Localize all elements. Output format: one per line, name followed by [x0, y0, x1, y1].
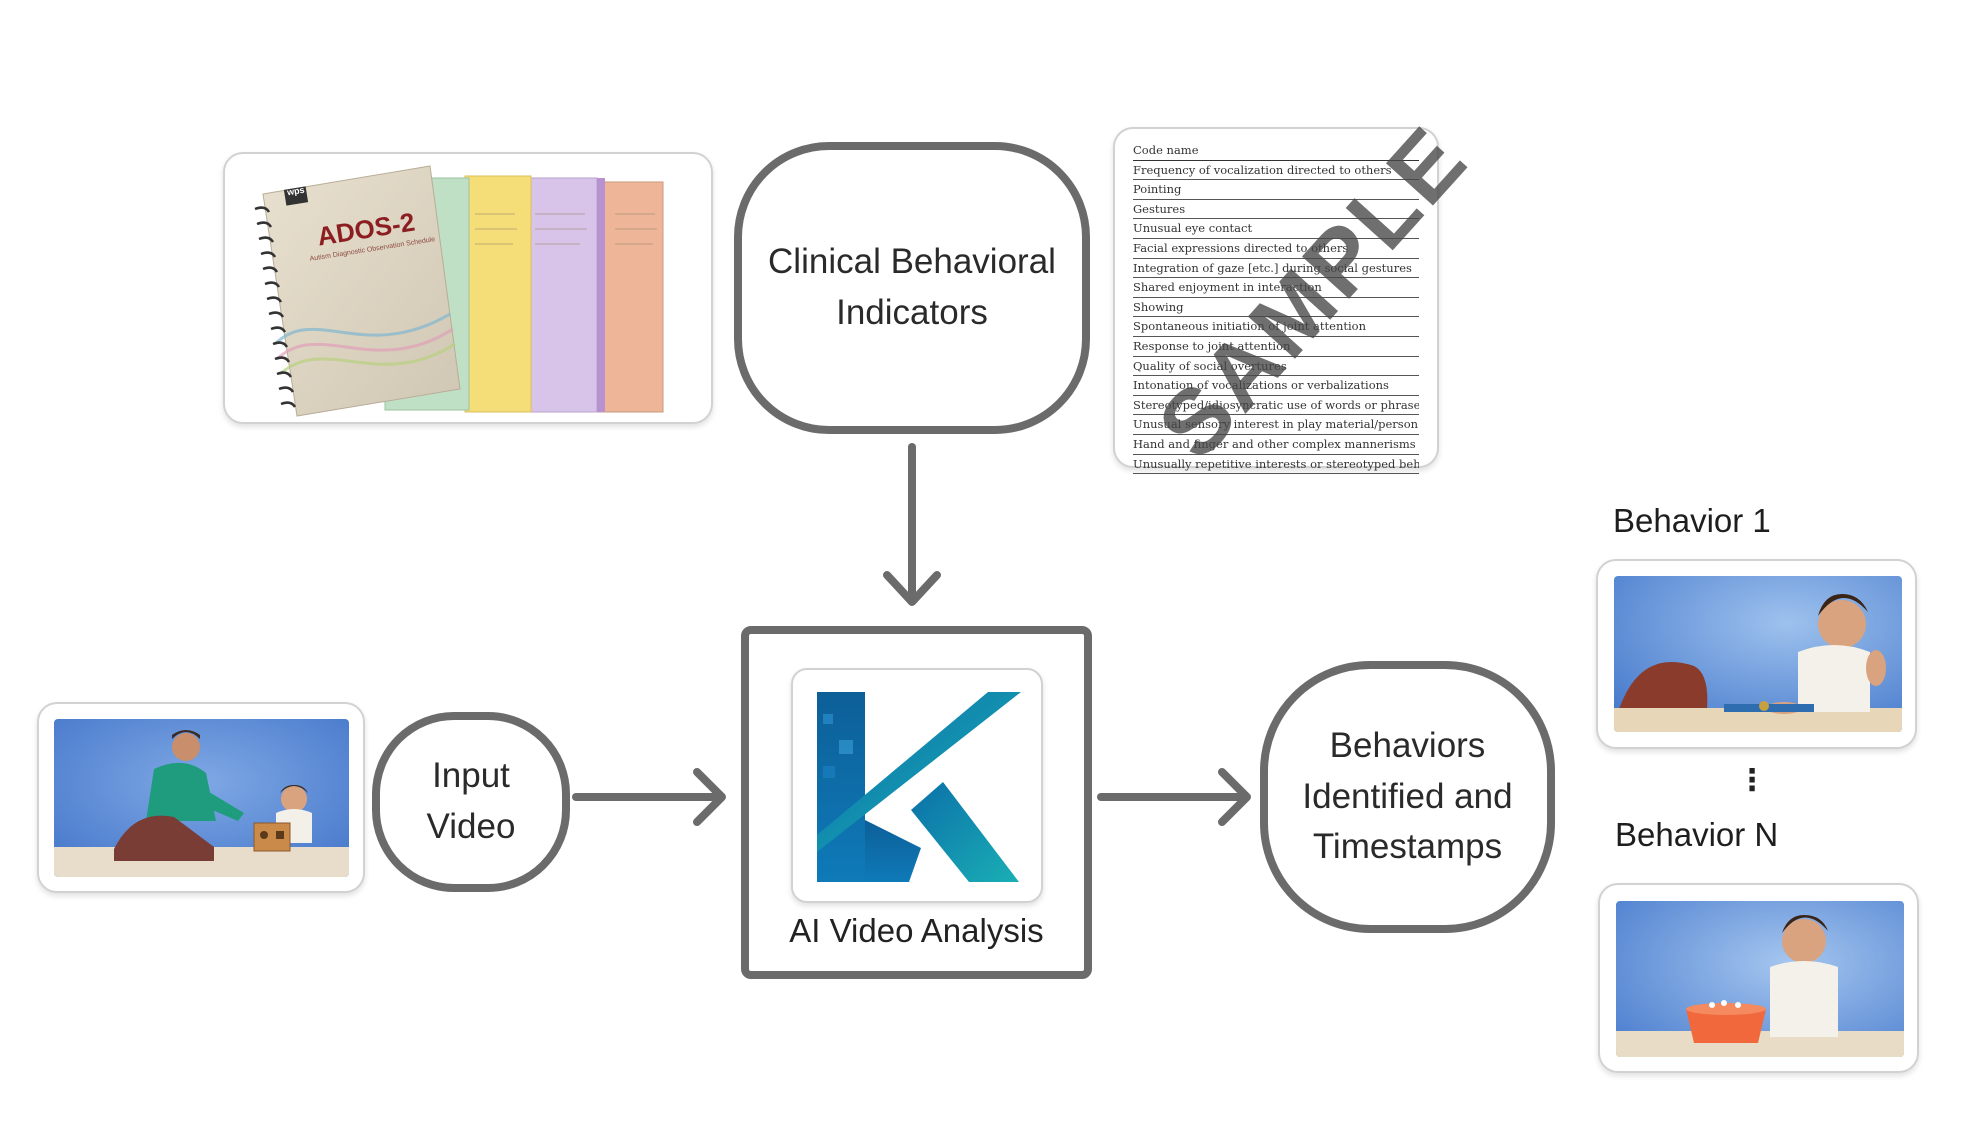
behavior-1-card: [1596, 559, 1917, 749]
code-row: Pointing: [1133, 180, 1419, 200]
input-video-photo: [54, 719, 349, 877]
behavior-1-photo: [1614, 576, 1902, 732]
code-row: Unusually repetitive interests or stereo…: [1133, 455, 1419, 475]
clinical-indicators-label: Clinical Behavioral Indicators: [768, 242, 1056, 332]
code-row: Intonation of vocalizations or verbaliza…: [1133, 376, 1419, 396]
behavior-1-label: Behavior 1: [1613, 502, 1771, 539]
ellipsis-icon: ⋮: [1737, 764, 1767, 797]
manual-cover: [262, 165, 461, 417]
code-row: Unusual sensory interest in play materia…: [1133, 415, 1419, 435]
clinical-indicators-node: Clinical Behavioral Indicators: [734, 142, 1090, 434]
ados-manual-card: wps ADOS-2 Autism Diagnostic Observation…: [223, 152, 713, 424]
code-row: Quality of social overtures: [1133, 357, 1419, 377]
input-video-label: Input Video: [426, 756, 516, 846]
booklet-yellow: [464, 175, 532, 413]
code-row: Hand and finger and other complex manner…: [1133, 435, 1419, 455]
behavior-n-label: Behavior N: [1615, 816, 1779, 853]
input-video-card: [37, 702, 365, 893]
behaviors-identified-node: Behaviors Identified and Timestamps: [1260, 661, 1555, 933]
code-row: Frequency of vocalization directed to ot…: [1133, 161, 1419, 181]
ados-manual-image: [254, 165, 664, 417]
code-row: Shared enjoyment in interaction: [1133, 278, 1419, 298]
k-logo-icon: [817, 692, 1021, 882]
behaviors-identified-label: Behaviors Identified and Timestamps: [1302, 725, 1513, 867]
input-video-node: Input Video: [372, 712, 570, 892]
code-row: Gestures: [1133, 200, 1419, 220]
code-row: Spontaneous initiation of joint attentio…: [1133, 317, 1419, 337]
code-table-card: Code name Frequency of vocalization dire…: [1113, 127, 1439, 475]
code-row: Integration of gaze [etc.] during social…: [1133, 259, 1419, 279]
code-table: Code name Frequency of vocalization dire…: [1133, 141, 1419, 475]
code-table-header: Code name: [1133, 141, 1419, 161]
code-row: Showing: [1133, 298, 1419, 318]
ai-video-analysis-node: AI Video Analysis: [741, 626, 1092, 979]
behavior-n-card: [1598, 883, 1919, 1073]
code-row: Response to joint attention: [1133, 337, 1419, 357]
behavior-n-photo: [1616, 901, 1904, 1057]
code-row: Unusual eye contact: [1133, 219, 1419, 239]
booklet-purple: [524, 177, 598, 413]
code-row: Stereotyped/idiosyncratic use of words o…: [1133, 396, 1419, 416]
code-row: Facial expressions directed to others: [1133, 239, 1419, 259]
logo-card: [791, 668, 1043, 903]
ai-video-analysis-label: AI Video Analysis: [789, 912, 1044, 949]
